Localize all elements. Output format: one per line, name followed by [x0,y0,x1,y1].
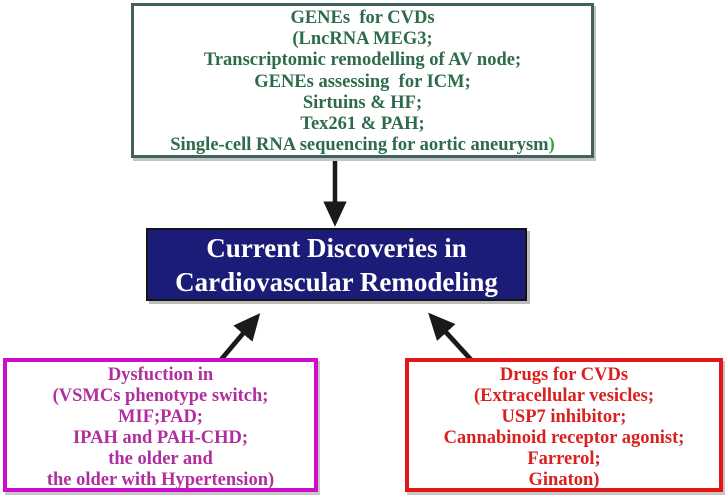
genes-box-line: (LncRNA MEG3; [292,29,433,50]
genes-box-last-line: Single-cell RNA sequencing for aortic an… [134,135,591,156]
genes-box-line: GENEs assessing for ICM; [254,71,471,92]
dysfunction-box-line: MIF;PAD; [118,407,203,427]
dysfunction-box-line: IPAH and PAH-CHD; [72,428,249,448]
dysfunction-box-line: (VSMCs phenotype switch; [52,386,269,406]
genes-box-line: Tex261 & PAH; [300,114,425,135]
dysfunction-box-title: Dysfuction in [107,365,214,385]
dysfunction-box-line: the older and [108,449,213,469]
drugs-box-line: Ginaton) [528,470,600,490]
drugs-box-line: USP7 inhibitor; [501,407,627,427]
genes-box-title: GENEs for CVDs [290,8,435,28]
dysfunction-box: Dysfuction in (VSMCs phenotype switch; M… [3,358,318,492]
center-title-line: Cardiovascular Remodeling [175,266,498,297]
drugs-for-cvds-box: Drugs for CVDs (Extracellular vesicles; … [405,358,723,492]
drugs-box-line: (Extracellular vesicles; [474,386,654,406]
current-discoveries-box: Current Discoveries in Cardiovascular Re… [146,228,527,301]
genes-box-last-line-text: Single-cell RNA sequencing for aortic an… [170,135,549,156]
genes-box-line: Sirtuins & HF; [302,92,423,113]
center-title-line: Current Discoveries in [206,232,467,263]
dysfunction-box-line: the older with Hypertension) [46,470,275,490]
drugs-box-title: Drugs for CVDs [499,365,629,385]
drugs-box-line: Farrerol; [527,449,601,469]
genes-for-cvds-box: GENEs for CVDs (LncRNA MEG3; Transcripto… [131,3,594,158]
drugs-box-line: Cannabinoid receptor agonist; [443,428,685,448]
genes-box-line: Transcriptomic remodelling of AV node; [203,50,522,71]
genes-box-closing-paren: ) [548,135,555,156]
